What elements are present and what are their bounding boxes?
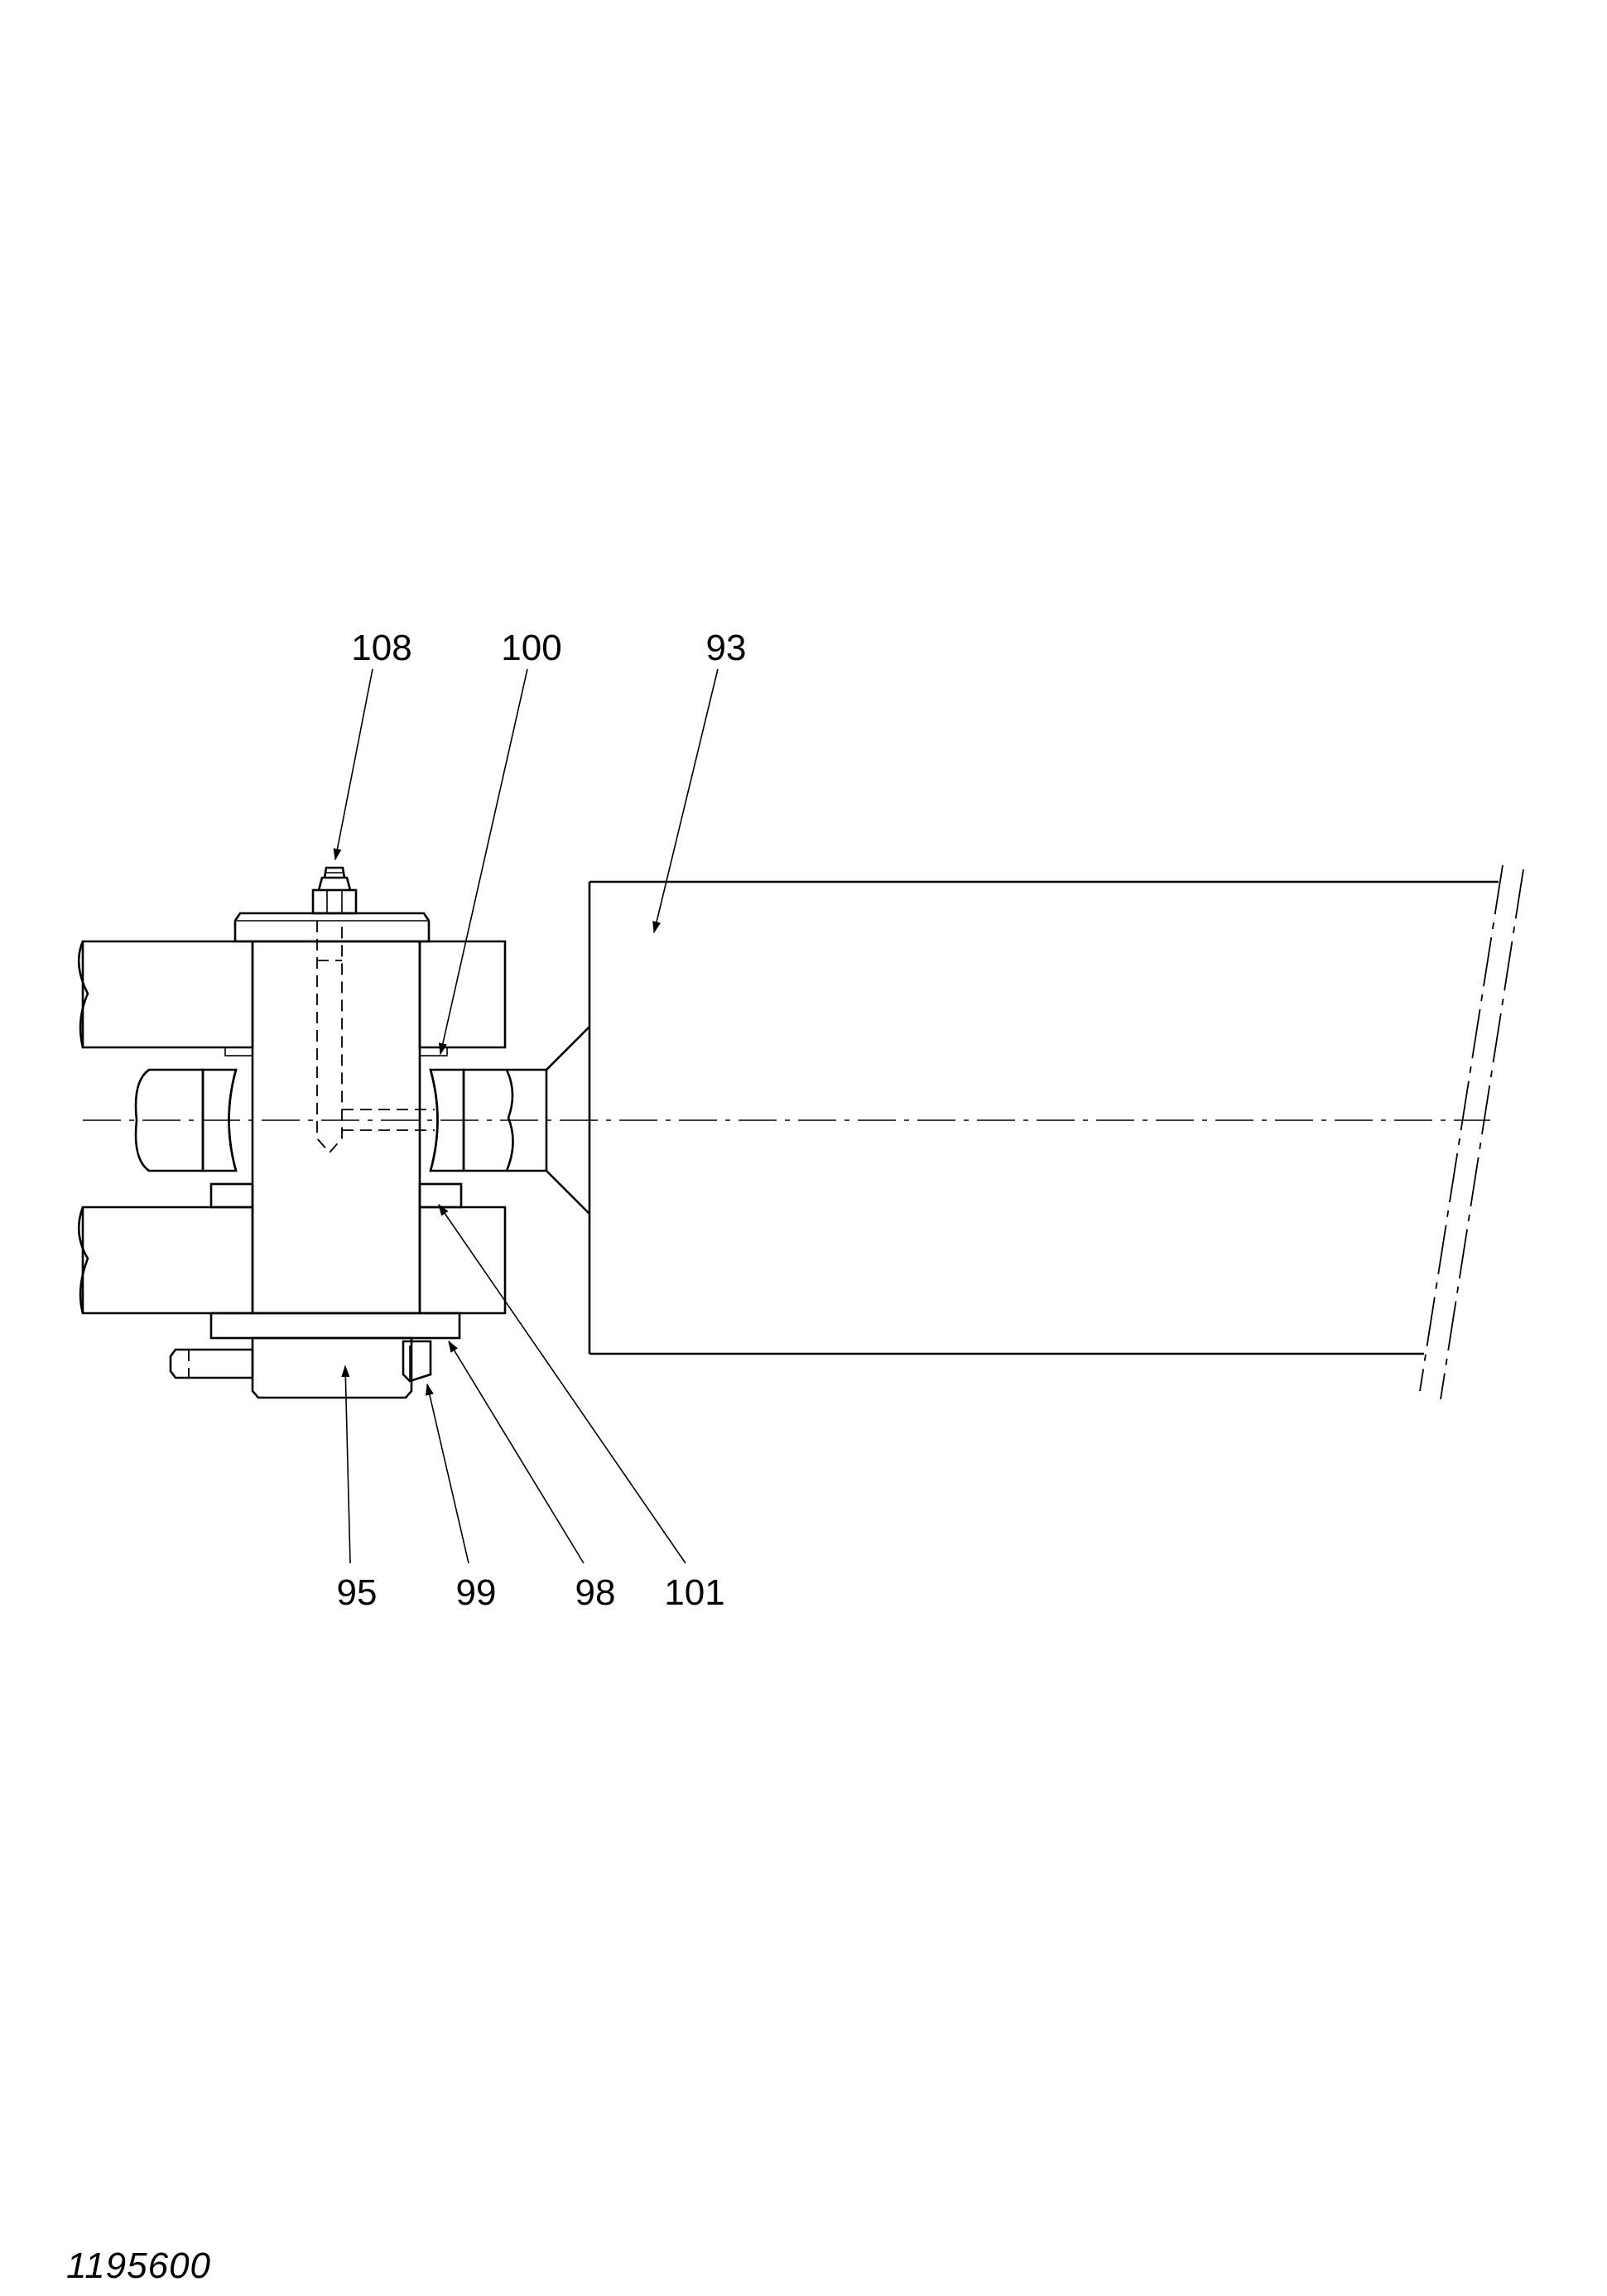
callout-98: 98 [575, 1572, 616, 1613]
lower-spacer [209, 1182, 463, 1209]
cylinder-body [588, 864, 1524, 1400]
locking-bolt [169, 1340, 432, 1383]
upper-shim [224, 1047, 448, 1057]
callout-108: 108 [351, 628, 411, 668]
grease-fitting [311, 866, 358, 915]
spherical-bearing [201, 1068, 465, 1172]
lower-clevis-plate [77, 1206, 507, 1315]
callout-93: 93 [706, 628, 747, 668]
callout-101: 101 [664, 1572, 724, 1613]
drawing-number: 1195600 [66, 2245, 212, 2286]
callout-99: 99 [456, 1572, 497, 1613]
leader-lines [333, 668, 719, 1564]
callout-95: 95 [337, 1572, 378, 1613]
callout-100: 100 [501, 628, 561, 668]
upper-clevis-plate [77, 940, 507, 1049]
pin [209, 912, 461, 1399]
